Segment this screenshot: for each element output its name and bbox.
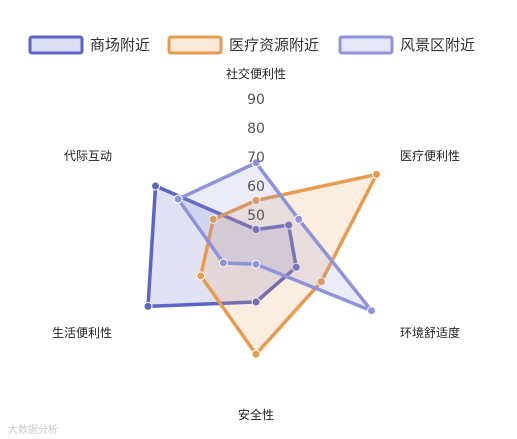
data-point bbox=[367, 306, 377, 316]
data-point bbox=[218, 258, 228, 268]
data-point bbox=[208, 214, 218, 224]
data-point bbox=[196, 271, 206, 281]
legend-label: 医疗资源附近 bbox=[229, 36, 319, 54]
data-point bbox=[151, 181, 161, 191]
legend-item: 风景区附近 bbox=[338, 35, 475, 55]
data-point bbox=[291, 262, 301, 272]
data-point bbox=[251, 196, 261, 205]
data-point bbox=[251, 297, 261, 307]
axis-label: 代际互动 bbox=[64, 149, 112, 163]
legend-swatch bbox=[167, 35, 223, 55]
axis-label: 安全性 bbox=[238, 407, 274, 422]
data-point bbox=[372, 169, 382, 179]
legend-item: 商场附近 bbox=[28, 35, 150, 55]
series bbox=[173, 158, 377, 316]
legend-swatch bbox=[28, 35, 84, 55]
legend-item: 医疗资源附近 bbox=[167, 35, 319, 55]
legend-label: 商场附近 bbox=[90, 36, 150, 54]
series bbox=[196, 169, 382, 359]
axis-label: 环境舒适度 bbox=[400, 325, 460, 340]
data-point bbox=[251, 225, 261, 234]
tick-label: 90 bbox=[247, 92, 265, 108]
watermark: 大数据分析 bbox=[8, 423, 58, 436]
axis-label: 生活便利性 bbox=[52, 326, 112, 340]
axis-label: 医疗便利性 bbox=[400, 149, 460, 163]
data-point bbox=[284, 220, 294, 230]
data-point bbox=[294, 214, 304, 224]
data-point bbox=[251, 158, 261, 168]
axis-label: 社交便利性 bbox=[226, 66, 286, 81]
tick-label: 60 bbox=[247, 179, 265, 195]
data-point bbox=[173, 194, 183, 204]
data-point bbox=[251, 349, 261, 359]
legend-label: 风景区附近 bbox=[400, 36, 475, 54]
series-layer bbox=[143, 158, 382, 359]
data-point bbox=[143, 301, 153, 311]
tick-label: 70 bbox=[247, 150, 265, 166]
data-point bbox=[251, 259, 261, 269]
tick-label: 50 bbox=[247, 208, 265, 224]
series bbox=[143, 181, 301, 311]
legend: 商场附近 医疗资源附近 风景区附近 bbox=[28, 35, 475, 55]
tick-label: 80 bbox=[247, 121, 265, 137]
tick-layer: 50 60 70 80 90 bbox=[247, 92, 265, 224]
data-point bbox=[316, 277, 326, 287]
legend-swatch bbox=[338, 35, 394, 55]
